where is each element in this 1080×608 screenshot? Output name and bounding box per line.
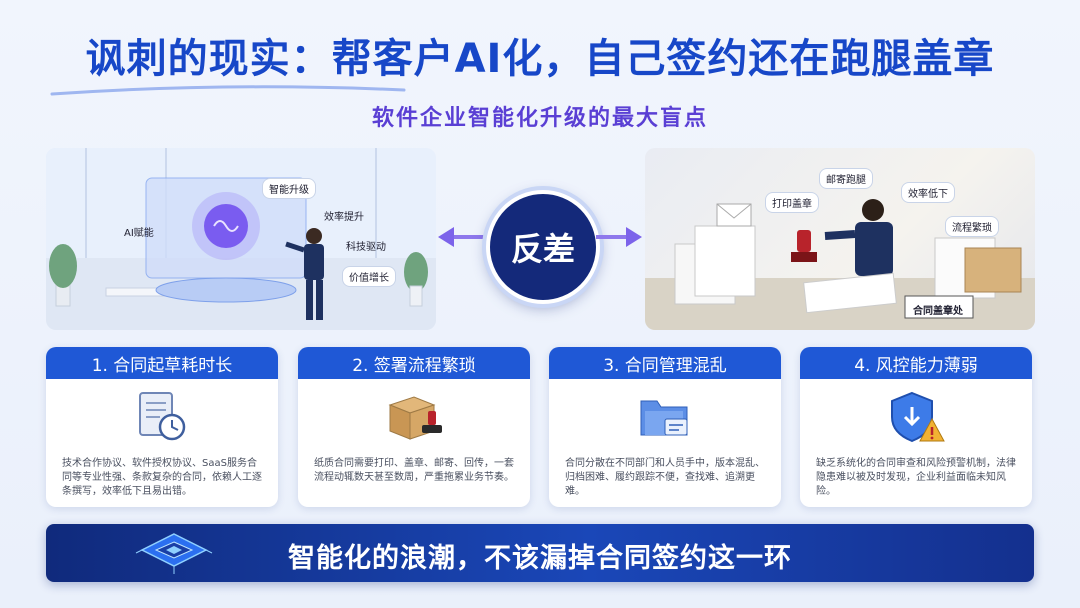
contrast-label: 反差 [510, 230, 575, 268]
page-title: 讽刺的现实：帮客户AI化，自己签约还在跑腿盖章 [85, 36, 995, 82]
card-description: 技术合作协议、软件授权协议、SaaS服务合同等专业性强、条款复杂的合同，依赖人工… [62, 458, 262, 497]
banner-slogan: 智能化的浪潮，不该漏掉合同签约这一环 [288, 543, 792, 574]
tag-ai-empower: AI赋能 [124, 228, 154, 239]
arrow-right-icon [596, 227, 642, 247]
tag-mail-running: 邮寄跑腿 [819, 168, 873, 189]
card-signing: 2. 签署流程繁琐 纸质合同需要打印、盖章、邮寄、回传，一套流程动辄数天甚至数周… [298, 347, 530, 507]
card-risk: 4. 风控能力薄弱 缺乏系统化的合同审查和风险预警机制，法律隐患难以被及时发现，… [800, 347, 1032, 507]
page-subtitle: 软件企业智能化升级的最大盲点 [371, 106, 708, 131]
folder-icon [640, 400, 688, 436]
contrast-badge: 反差 [486, 190, 600, 304]
card-drafting: 1. 合同起草耗时长 技术合作协议、软件授权协议、SaaS服务合同等专业性强、条… [46, 347, 278, 507]
contract-stamp-sign: 合同盖章处 [913, 306, 963, 317]
ai-office-illustration: 智能升级 AI赋能 效率提升 科技驱动 价值增长 [46, 148, 436, 330]
document-clock-icon [139, 392, 186, 441]
card-description: 纸质合同需要打印、盖章、邮寄、回传，一套流程动辄数天甚至数周，严重拖累业务节奏。 [314, 458, 514, 483]
card-management: 3. 合同管理混乱 合同分散在不同部门和人员手中，版本混乱、归档困难、履约跟踪不… [549, 347, 781, 507]
card-title: 3. 合同管理混乱 [549, 347, 781, 379]
tag-tech-driven: 科技驱动 [346, 242, 386, 253]
shield-warning-icon [891, 391, 945, 443]
arrow-left-icon [438, 227, 484, 247]
title-underline-decoration [50, 85, 406, 96]
card-title: 1. 合同起草耗时长 [46, 347, 278, 379]
tag-low-efficiency: 效率低下 [901, 182, 955, 203]
card-description: 缺乏系统化的合同审查和风险预警机制，法律隐患难以被及时发现，企业利益面临未知风险… [816, 458, 1016, 497]
bottom-banner: 智能化的浪潮，不该漏掉合同签约这一环 [46, 524, 1034, 582]
tag-complex-process: 流程繁琐 [945, 216, 999, 237]
tag-print-stamp: 打印盖章 [765, 192, 819, 213]
paper-office-illustration: 邮寄跑腿 打印盖章 效率低下 流程繁琐 合同盖章处 [645, 148, 1035, 330]
ai-chip-icon [135, 533, 213, 574]
box-stamp-icon [388, 396, 442, 440]
tag-value-growth: 价值增长 [342, 266, 396, 287]
card-title: 4. 风控能力薄弱 [800, 347, 1032, 379]
card-description: 合同分散在不同部门和人员手中，版本混乱、归档困难、履约跟踪不便，查找难、追溯更难… [565, 458, 765, 497]
tag-smart-upgrade: 智能升级 [262, 178, 316, 199]
card-title: 2. 签署流程繁琐 [298, 347, 530, 379]
tag-efficiency: 效率提升 [324, 212, 364, 223]
